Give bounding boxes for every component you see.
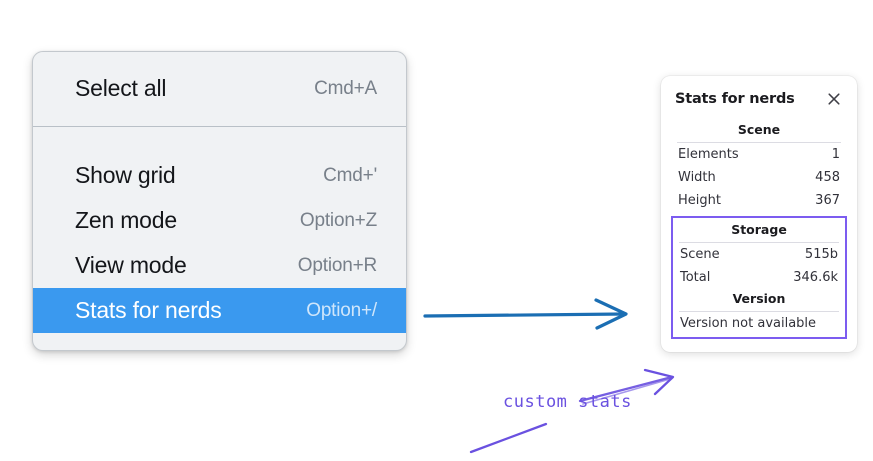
custom-stats-annotation-label: custom stats	[503, 392, 632, 412]
divider	[677, 142, 841, 143]
menu-item-select-all[interactable]: Select all Cmd+A	[33, 66, 406, 111]
table-row: Elements 1	[674, 143, 844, 166]
stat-value: 367	[815, 193, 840, 208]
menu-item-label: Show grid	[75, 162, 176, 188]
menu-item-shortcut: Option+R	[297, 254, 377, 276]
version-section: Version Version not available	[676, 289, 842, 333]
stat-value: 1	[831, 147, 840, 162]
menu-item-label: Select all	[75, 75, 167, 101]
context-menu[interactable]: Select all Cmd+A Show grid Cmd+' Zen mod…	[32, 51, 407, 351]
stat-key: Scene	[680, 247, 720, 262]
purple-underline-stroke	[469, 422, 548, 454]
menu-item-shortcut: Option+/	[306, 299, 377, 321]
version-heading: Version	[732, 291, 786, 306]
menu-divider	[33, 126, 406, 127]
stats-for-nerds-panel: Stats for nerds Scene Elements 1 Width 4…	[661, 76, 857, 352]
menu-item-label: Zen mode	[75, 207, 177, 233]
stat-key: Elements	[678, 147, 739, 162]
custom-stats-highlight-box: Storage Scene 515b Total 346.6k Version …	[671, 216, 847, 339]
stat-value: 346.6k	[793, 270, 838, 285]
scene-heading: Scene	[737, 122, 781, 137]
stat-value: 458	[815, 170, 840, 185]
table-row: Total 346.6k	[676, 266, 842, 289]
menu-item-label: View mode	[75, 252, 187, 278]
menu-item-shortcut: Option+Z	[299, 209, 377, 231]
menu-item-shortcut: Cmd+'	[323, 164, 377, 186]
blue-arrow	[423, 298, 628, 330]
menu-item-show-grid[interactable]: Show grid Cmd+'	[33, 153, 406, 198]
menu-section-2: Show grid Cmd+' Zen mode Option+Z View m…	[33, 127, 406, 333]
panel-header: Stats for nerds	[674, 90, 844, 108]
close-icon[interactable]	[825, 90, 843, 108]
stat-key: Height	[678, 193, 721, 208]
panel-title: Stats for nerds	[675, 91, 795, 107]
version-value: Version not available	[680, 316, 817, 331]
divider	[679, 242, 839, 243]
menu-item-stats-for-nerds[interactable]: Stats for nerds Option+/	[33, 288, 406, 333]
table-row: Width 458	[674, 166, 844, 189]
storage-section: Storage Scene 515b Total 346.6k	[676, 220, 842, 289]
table-row: Scene 515b	[676, 243, 842, 266]
scene-section: Scene Elements 1 Width 458 Height 367	[674, 120, 844, 212]
menu-item-shortcut: Cmd+A	[314, 77, 377, 99]
stat-key: Width	[678, 170, 716, 185]
storage-heading: Storage	[731, 222, 787, 237]
table-row: Height 367	[674, 189, 844, 212]
menu-section-1: Select all Cmd+A	[33, 52, 406, 126]
menu-item-zen-mode[interactable]: Zen mode Option+Z	[33, 198, 406, 243]
menu-item-view-mode[interactable]: View mode Option+R	[33, 243, 406, 288]
stat-value: 515b	[804, 247, 838, 262]
menu-item-label: Stats for nerds	[75, 297, 222, 323]
stat-key: Total	[680, 270, 711, 285]
divider	[679, 311, 839, 312]
